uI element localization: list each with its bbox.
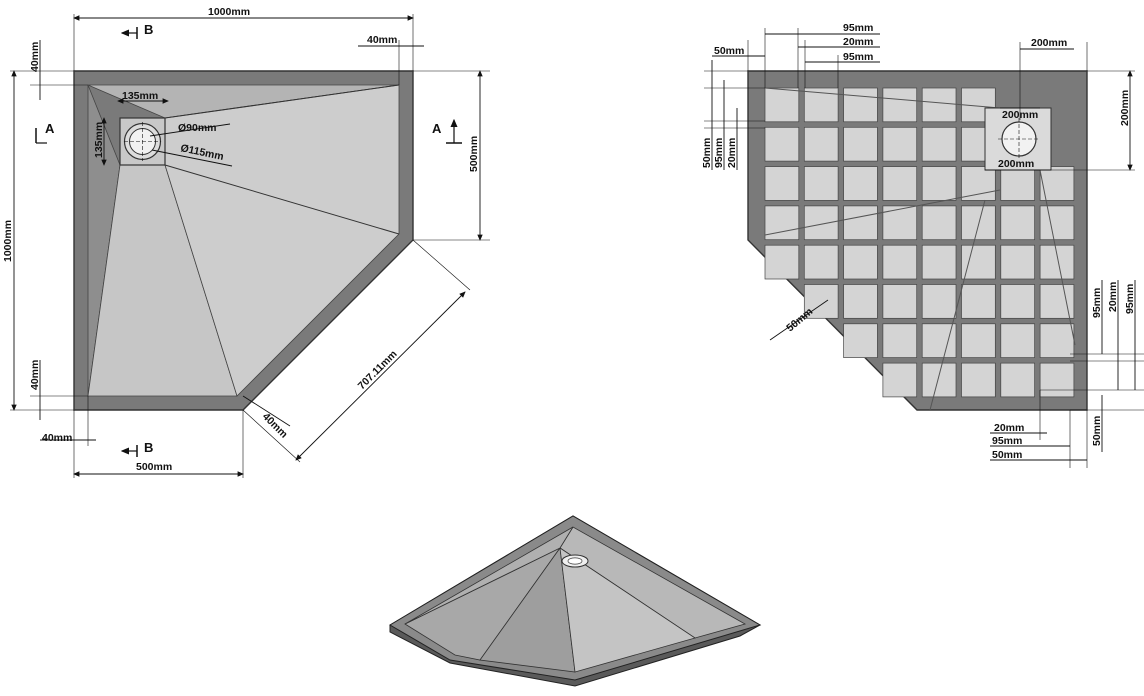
rib-cell: [961, 244, 996, 280]
rib-cell: [921, 205, 957, 241]
dim-width: 1000mm: [208, 6, 250, 18]
dim-drain-box-h: 135mm: [93, 122, 105, 158]
rib-cell: [921, 166, 957, 201]
iso-facet-top: [404, 526, 574, 625]
dim-bottom-drain-w: 200mm: [1002, 109, 1038, 121]
rib-cell: [764, 126, 800, 162]
rib-cell: [961, 284, 996, 319]
rib-cell: [843, 284, 878, 319]
section-marker-b-top: B: [120, 22, 153, 39]
dim-bottom-left-95: 95mm: [713, 138, 725, 168]
rib-cell: [1000, 284, 1035, 319]
rib-cell: [803, 244, 839, 280]
rib-cell: [882, 362, 918, 398]
rib-cell: [921, 87, 957, 123]
dim-bottom-left-20: 20mm: [726, 138, 738, 168]
rib-cell: [843, 126, 878, 162]
rib-cell: [882, 323, 918, 358]
dim-rim-right: 40mm: [367, 34, 397, 46]
rib-cell: [921, 284, 957, 319]
rib-cell: [803, 205, 839, 241]
dim-bottom-bot-50: 50mm: [992, 449, 1022, 461]
dim-bottom-top-50: 50mm: [714, 45, 744, 57]
dim-bottom-top-20: 20mm: [843, 36, 873, 48]
section-marker-b-bottom: B: [120, 440, 153, 457]
rib-cell: [1000, 166, 1035, 201]
slope-line: [929, 199, 986, 411]
iso-facet-front-right: [559, 547, 696, 673]
section-marker-a-right: A: [432, 118, 462, 144]
dim-bottom-right-20: 20mm: [1107, 282, 1119, 312]
rib-cell: [1039, 323, 1075, 358]
dim-bottom-right-95b: 95mm: [1124, 284, 1136, 314]
rib-cell: [764, 87, 800, 123]
dim-height: 1000mm: [2, 220, 14, 262]
dim-side-b: 500mm: [136, 461, 172, 473]
rib-cell: [961, 362, 996, 398]
rib-cell: [1000, 205, 1035, 241]
rib-cell: [882, 87, 918, 123]
rib-cell: [882, 126, 918, 162]
rib-cell: [764, 205, 800, 241]
rib-cell: [1039, 244, 1075, 280]
slope-line: [764, 189, 1001, 236]
section-label-b-top: B: [144, 22, 153, 37]
section-marker-a-left: A: [35, 121, 55, 144]
dim-rim-bottom: 40mm: [42, 432, 72, 444]
slope-line: [764, 87, 1001, 109]
dim-drain-d1: Ø90mm: [178, 122, 217, 134]
section-label-a-left: A: [45, 121, 55, 136]
dim-bottom-top-200: 200mm: [1031, 37, 1067, 49]
section-label-a-right: A: [432, 121, 442, 136]
dim-rim-top: 40mm: [29, 42, 41, 72]
rib-cell: [1039, 362, 1075, 398]
rib-cell: [764, 244, 800, 280]
dim-bottom-bot-95: 95mm: [992, 435, 1022, 447]
dim-bottom-right-200: 200mm: [1119, 90, 1131, 126]
rib-cell: [921, 362, 957, 398]
dim-bottom-top-95a: 95mm: [843, 22, 873, 34]
rib-cell: [803, 126, 839, 162]
dim-rim-left: 40mm: [29, 360, 41, 390]
rib-cell: [882, 166, 918, 201]
rib-grid: [764, 87, 1076, 411]
dim-bottom-bot-20: 20mm: [994, 422, 1024, 434]
dim-bottom-drain-h: 200mm: [998, 158, 1034, 170]
dim-bottom-top-95b: 95mm: [843, 51, 873, 63]
rib-cell: [921, 126, 957, 162]
rib-cell: [961, 323, 996, 358]
rib-cell: [1000, 362, 1035, 398]
rib-cell: [961, 205, 996, 241]
rib-cell: [764, 166, 800, 201]
section-label-b-bottom: B: [144, 440, 153, 455]
dim-side-a: 500mm: [468, 136, 480, 172]
bottom-view: 50mm 95mm 20mm 95mm 200mm 50mm 95mm 20mm…: [701, 22, 1144, 468]
rib-cell: [1039, 205, 1075, 241]
top-view: B B A A 1000mm 40mm 1000mm 40mm 40mm 40m…: [2, 6, 490, 478]
rib-cell: [921, 323, 957, 358]
dim-bottom-right-50: 50mm: [1091, 416, 1103, 446]
rib-cell: [843, 166, 878, 201]
rib-cell: [843, 323, 878, 358]
rib-cell: [882, 244, 918, 280]
rib-cell: [1000, 323, 1035, 358]
slope-line: [1039, 169, 1076, 346]
dim-diagonal: 707.11mm: [356, 348, 400, 392]
isometric-view: [389, 515, 762, 687]
rib-cell: [843, 205, 878, 241]
rib-cell: [961, 166, 996, 201]
dim-rim-diag: 40mm: [260, 411, 290, 441]
rib-cell: [843, 87, 878, 123]
rib-cell: [843, 244, 878, 280]
rib-cell: [882, 284, 918, 319]
dim-drain-box-w: 135mm: [122, 90, 158, 102]
rib-cell: [1000, 244, 1035, 280]
rib-cell: [803, 166, 839, 201]
rib-cell: [921, 244, 957, 280]
rib-cell: [1039, 166, 1075, 201]
dim-bottom-right-95a: 95mm: [1091, 288, 1103, 318]
dim-bottom-left-50: 50mm: [701, 138, 713, 168]
dim-bottom-diag-50: 50mm: [784, 306, 815, 335]
